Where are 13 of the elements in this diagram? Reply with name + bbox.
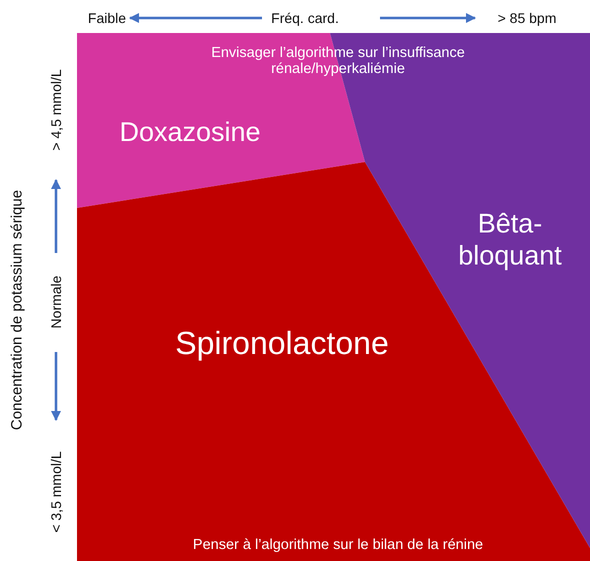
axis-label: < 3,5 mmol/L: [48, 451, 64, 533]
axis-title: Concentration de potassium sérique: [8, 190, 26, 430]
region-shape: [77, 162, 590, 561]
axis-label: Normale: [48, 276, 64, 328]
axis-title: Fréq. card.: [271, 10, 339, 26]
axis-label: > 85 bpm: [498, 10, 556, 26]
drug-label: Spironolactone: [174, 324, 390, 362]
note: Penser à l’algorithme sur le bilan de la rénine: [192, 537, 484, 553]
drug-label: Bêta- bloquant: [457, 208, 563, 272]
drug-label: Doxazosine: [118, 116, 262, 148]
axis-label: > 4,5 mmol/L: [48, 69, 64, 151]
note: Envisager l’algorithme sur l’insuffisance rénale/hyperkaliémie: [210, 45, 466, 77]
axis-label: Faible: [88, 10, 126, 26]
